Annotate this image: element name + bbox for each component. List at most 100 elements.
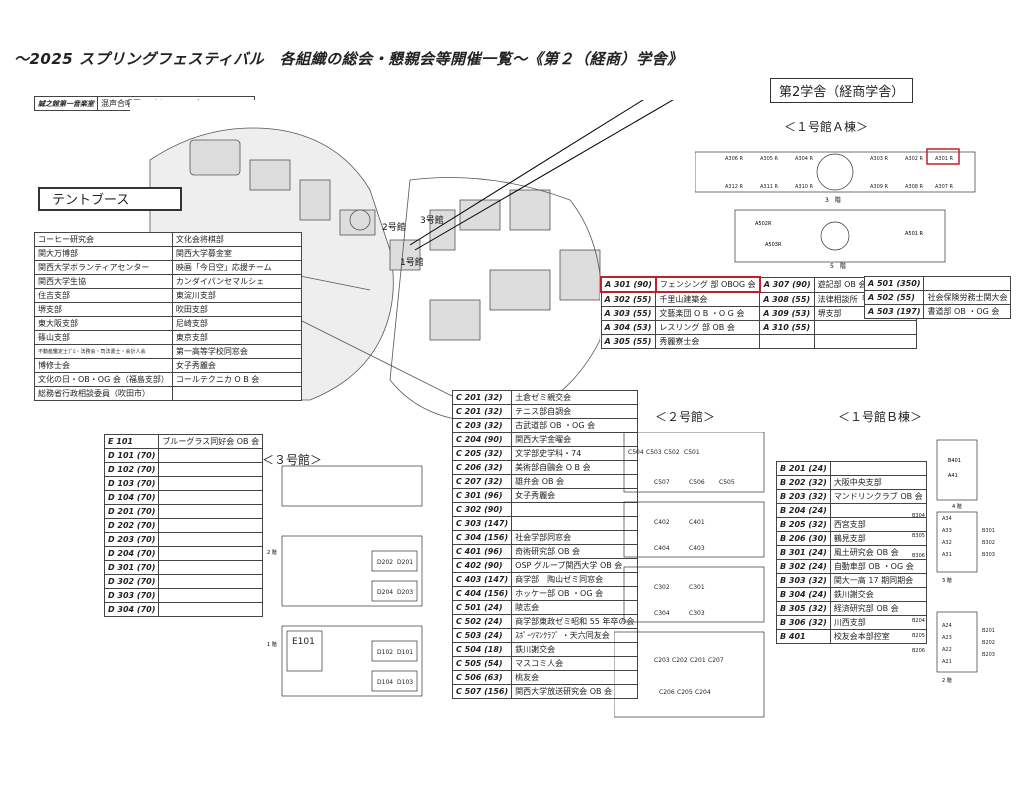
room-label: A304 R (795, 156, 814, 162)
room-code: C 501 (24) (451, 600, 513, 615)
tent-booth-org: 東大阪支部 (34, 316, 173, 331)
tent-booth-label: テントブース (38, 187, 182, 211)
table-row: D 301 (70) (103, 560, 264, 575)
room-label: C401 (689, 519, 705, 526)
org-name (158, 448, 264, 463)
table-row: A 501 (350) (863, 276, 1012, 291)
room-label: B306 (912, 553, 925, 559)
table-row: C 505 (54)マスコミ人会 (451, 656, 639, 671)
room-code: A 303 (55) (600, 306, 657, 321)
map-label-b1: 1号館 (400, 256, 424, 268)
room-code: C 207 (32) (451, 474, 513, 489)
room-a501: A501 R (905, 231, 924, 237)
floor5-label: 5 階 (830, 262, 846, 270)
room-label: A312 R (725, 184, 744, 190)
room-code: B 202 (32) (776, 475, 831, 490)
org-name: レスリング 部 OB 会 (655, 320, 761, 335)
tent-booth-org: 堺支部 (34, 302, 173, 317)
tent-booth-org: 篠山支部 (34, 330, 173, 345)
room-label: C503 (646, 449, 662, 456)
room-label: A310 R (795, 184, 814, 190)
room-d101: D101 (397, 649, 413, 656)
room-label: A34 (942, 516, 952, 522)
table-row: D 204 (70) (103, 546, 264, 561)
org-name: 校友会本部控室 (829, 629, 927, 644)
room-code: A 302 (55) (600, 291, 657, 307)
room-code: D 101 (70) (103, 448, 160, 463)
b3-floor2-label: 2 階 (267, 549, 277, 556)
tent-booth-org: 吹田支部 (171, 302, 302, 317)
org-name (923, 276, 1012, 291)
table-row: C 206 (32)美術部自鷗会 O B 会 (451, 460, 639, 475)
org-name: ブルーグラス同好会 OB 会 (158, 434, 264, 449)
room-label: B303 (982, 552, 995, 558)
table-row: A 502 (55)社会保険労務士関大会 (863, 290, 1012, 305)
room-code: C 507 (156) (451, 684, 513, 699)
table-row: C 302 (90) (451, 502, 639, 517)
tent-booth-org: 不動産鑑定士ﾌﾟﾛ・法務会・司法書士・会計人会 (34, 344, 173, 359)
table-row: C 503 (24)ｽﾎﾟｰﾂﾏﾝｸﾗﾌﾞ ・天六同友会 (451, 628, 639, 643)
org-name (158, 462, 264, 477)
page-title: 〜2025 スプリングフェスティバル 各組織の総会・懇親会等開催一覧〜《第２（経… (14, 50, 683, 68)
org-name (158, 574, 264, 589)
table-row: 関西大学ボランティアセンター映画「今日空」応援チーム (34, 260, 302, 275)
building3-floorplan: 2 階 1 階 D202 D201 D204 D203 E101 D102 D1… (267, 465, 423, 697)
room-code: C 403 (147) (451, 572, 513, 587)
room-d103: D103 (397, 679, 413, 686)
org-name: 関西大学放送研究会 OB 会 (511, 684, 639, 699)
table-row: 関大万博部関西大学募金室 (34, 246, 302, 261)
room-code: C 505 (54) (451, 656, 513, 671)
room-code: D 303 (70) (103, 588, 160, 603)
building3-heading: ＜３号館＞ (262, 453, 323, 467)
table-row: B 203 (32)マンドリンクラブ OB 会 (776, 489, 927, 504)
room-code: C 203 (32) (451, 418, 513, 433)
room-d203: D203 (397, 589, 413, 596)
floor3-label: 3 階 (825, 196, 841, 204)
room-label: C207 (708, 657, 724, 664)
room-code: D 102 (70) (103, 462, 160, 477)
table-row: C 203 (32)古武道部 OB ・OG 会 (451, 418, 639, 433)
room-label: A32 (942, 540, 952, 546)
table-row: C 207 (32)雄弁会 OB 会 (451, 474, 639, 489)
org-name (158, 588, 264, 603)
org-name (158, 546, 264, 561)
tent-booth-org: 東京支部 (171, 330, 302, 345)
room-label: B205 (912, 633, 925, 639)
room-label: B204 (912, 618, 925, 624)
room-label: C204 (695, 689, 711, 696)
room-label: B201 (982, 628, 995, 634)
room-label: C203 (654, 657, 670, 664)
room-code: A 307 (90) (759, 276, 815, 293)
room-code: D 104 (70) (103, 490, 160, 505)
org-name (158, 518, 264, 533)
room-label: C302 (654, 584, 670, 591)
room-label: C402 (654, 519, 670, 526)
room-code: C 303 (147) (451, 516, 513, 531)
room-code: A 502 (55) (863, 290, 925, 305)
room-label: C205 (677, 689, 693, 696)
room-code: C 402 (90) (451, 558, 513, 573)
room-code: A 308 (55) (759, 291, 815, 307)
room-code (759, 334, 815, 349)
room-b401: B401 (948, 458, 961, 464)
table-row: D 103 (70) (103, 476, 264, 491)
room-label: A33 (942, 528, 952, 534)
room-code: B 304 (24) (776, 587, 831, 602)
room-code: D 202 (70) (103, 518, 160, 533)
room-code: C 302 (90) (451, 502, 513, 517)
table-row: B 306 (32)川西支部 (776, 615, 927, 630)
org-name: 古武道部 OB ・OG 会 (511, 418, 639, 433)
tent-booth-org: 住吉支部 (34, 288, 173, 303)
room-a503: A503R (765, 242, 782, 248)
b1b-floor2-label: 2 階 (942, 677, 952, 684)
room-label: B302 (982, 540, 995, 546)
room-code: D 301 (70) (103, 560, 160, 575)
tent-booth-org: 関西大学生協 (34, 274, 173, 289)
org-name: フェンシング 部 OBOG 会 (654, 276, 761, 293)
room-code: C 201 (32) (451, 404, 513, 419)
